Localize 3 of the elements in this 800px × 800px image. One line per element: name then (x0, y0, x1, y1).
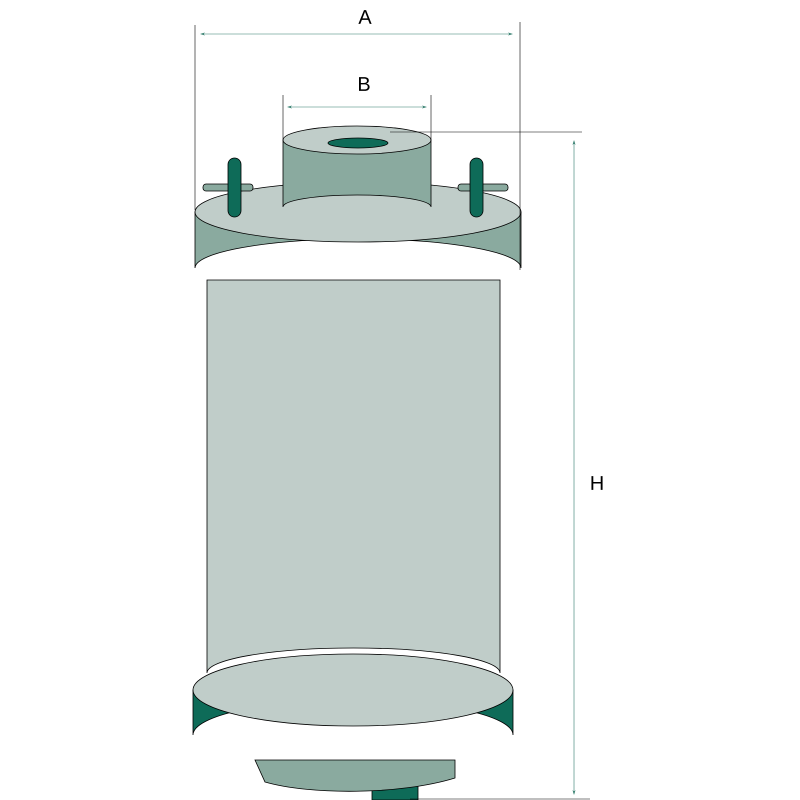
dimension-label: A (358, 10, 372, 24)
dimension-label: B (359, 77, 370, 91)
dimension-label: H (591, 476, 603, 490)
